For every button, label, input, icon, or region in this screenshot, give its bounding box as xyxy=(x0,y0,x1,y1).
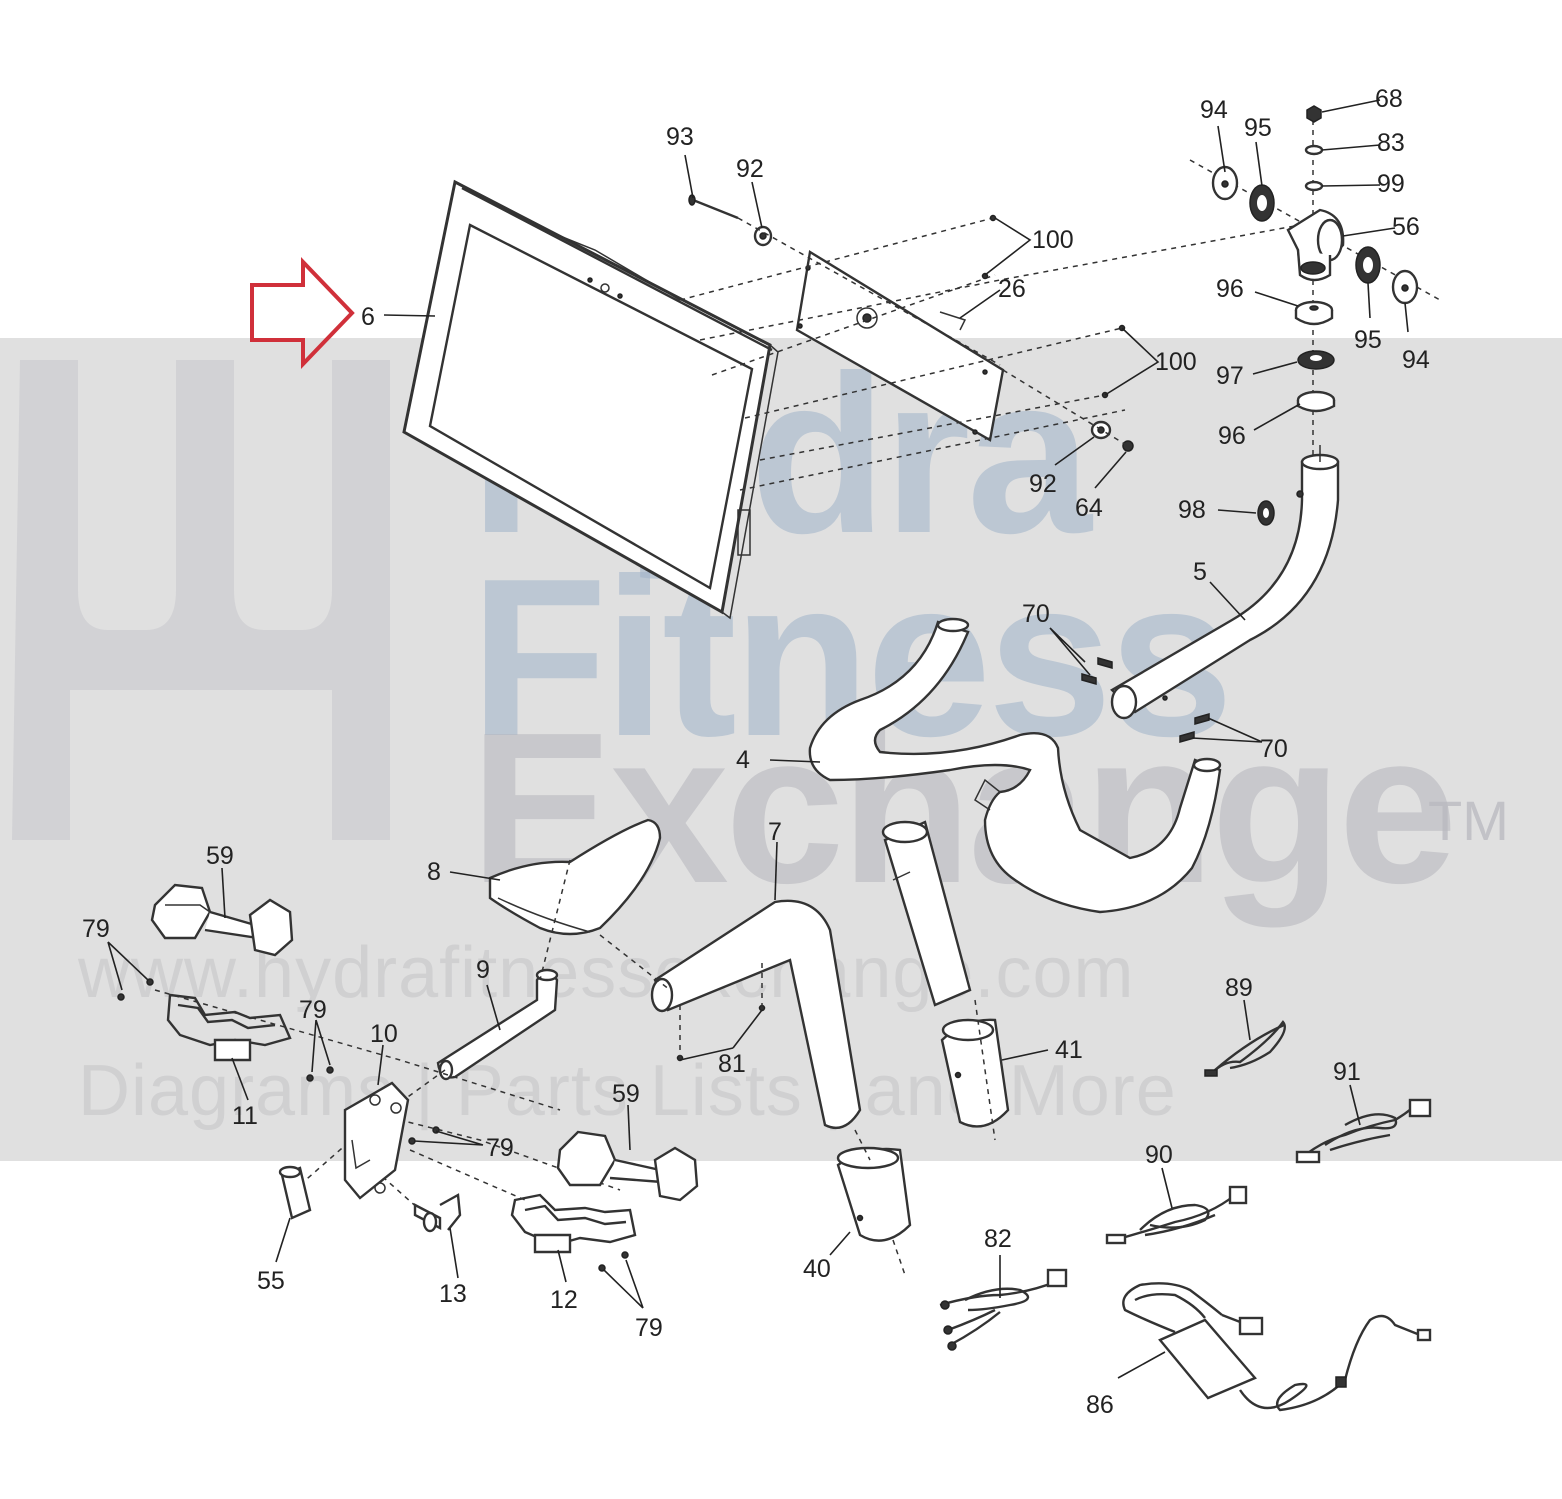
label-part-99: 99 xyxy=(1377,170,1405,198)
outline-arrow-right-icon xyxy=(250,257,355,369)
label-part-90: 90 xyxy=(1145,1141,1173,1169)
label-part-92-bottom: 92 xyxy=(1029,470,1057,498)
washer-92-top xyxy=(753,225,773,247)
label-part-91: 91 xyxy=(1333,1058,1361,1086)
leader-lines xyxy=(107,99,1409,1379)
label-part-8: 8 xyxy=(427,858,441,886)
pop-pin-13 xyxy=(413,1193,462,1233)
label-part-96-bottom: 96 xyxy=(1218,422,1246,450)
seat-slider-7 xyxy=(650,899,862,1130)
pivot-hub-56 xyxy=(1286,208,1345,282)
label-part-79-bottom: 79 xyxy=(635,1314,663,1342)
bushing-96-top xyxy=(1294,300,1334,326)
seat-8 xyxy=(488,818,662,936)
label-part-64: 64 xyxy=(1075,494,1103,522)
label-part-89: 89 xyxy=(1225,974,1253,1002)
label-part-12: 12 xyxy=(550,1286,578,1314)
label-part-97: 97 xyxy=(1216,362,1244,390)
label-part-79-left: 79 xyxy=(82,915,110,943)
label-part-55: 55 xyxy=(257,1267,285,1295)
dumbbell-holder-11 xyxy=(166,993,292,1062)
label-part-100-top: 100 xyxy=(1032,226,1074,254)
knob-98 xyxy=(1257,500,1275,526)
label-part-92-top: 92 xyxy=(736,155,764,183)
label-part-68: 68 xyxy=(1375,85,1403,113)
dumbbell-59-left xyxy=(150,883,294,957)
handlebar-4 xyxy=(808,617,1222,914)
label-part-94-top: 94 xyxy=(1200,96,1228,124)
seat-post-9 xyxy=(436,968,559,1081)
label-part-83: 83 xyxy=(1377,129,1405,157)
label-part-93: 93 xyxy=(666,123,694,151)
label-part-79-mid: 79 xyxy=(299,996,327,1024)
label-part-4: 4 xyxy=(736,746,750,774)
label-part-41: 41 xyxy=(1055,1036,1083,1064)
bracket-10 xyxy=(343,1081,410,1200)
label-part-5: 5 xyxy=(1193,558,1207,586)
washer-94-right xyxy=(1391,269,1419,305)
label-part-82: 82 xyxy=(984,1225,1012,1253)
label-part-10: 10 xyxy=(370,1020,398,1048)
label-part-11: 11 xyxy=(232,1102,258,1130)
screws-70 xyxy=(1081,657,1210,743)
washer-83 xyxy=(1304,144,1324,156)
label-part-81: 81 xyxy=(718,1050,746,1078)
sleeve-41 xyxy=(940,1018,1010,1128)
handlebar-stem xyxy=(881,820,972,1007)
label-part-94-bottom: 94 xyxy=(1402,346,1430,374)
label-part-79-center: 79 xyxy=(486,1134,514,1162)
dumbbell-59-right xyxy=(556,1130,699,1202)
label-part-98: 98 xyxy=(1178,496,1206,524)
cable-90 xyxy=(1105,1185,1248,1245)
watermark-trademark: TM xyxy=(1428,789,1509,852)
label-part-70-bottom: 70 xyxy=(1260,735,1288,763)
cable-91 xyxy=(1295,1098,1432,1164)
nut-68 xyxy=(1306,105,1322,123)
power-adapter-86 xyxy=(1122,1282,1432,1412)
sleeve-40 xyxy=(836,1146,912,1242)
washer-99 xyxy=(1304,180,1324,192)
label-part-95-bottom: 95 xyxy=(1354,326,1382,354)
label-part-96-top: 96 xyxy=(1216,275,1244,303)
label-part-9: 9 xyxy=(476,956,490,984)
bearing-95-left xyxy=(1249,184,1275,222)
bearing-95-right xyxy=(1355,246,1381,284)
label-part-70-top: 70 xyxy=(1022,600,1050,628)
part-labels: 6 93 92 100 26 100 92 64 94 95 68 83 99 … xyxy=(82,85,1430,1419)
cable-82 xyxy=(939,1268,1068,1351)
dumbbell-holder-12 xyxy=(510,1193,637,1254)
end-cap-55 xyxy=(278,1165,312,1220)
console-bracket xyxy=(795,250,1005,442)
label-part-56: 56 xyxy=(1392,213,1420,241)
upright-tube-5 xyxy=(1110,445,1340,720)
bearing-97 xyxy=(1297,350,1335,370)
label-part-7: 7 xyxy=(768,818,782,846)
console-screen[interactable] xyxy=(402,179,779,620)
label-part-26: 26 xyxy=(998,275,1026,303)
label-part-40: 40 xyxy=(803,1255,831,1283)
bushing-96-bottom xyxy=(1296,390,1336,413)
label-part-59-right: 59 xyxy=(612,1080,640,1108)
label-part-13: 13 xyxy=(439,1280,467,1308)
label-part-59-left: 59 xyxy=(206,842,234,870)
label-part-6: 6 xyxy=(361,303,375,331)
label-part-95-top: 95 xyxy=(1244,114,1272,142)
cable-89 xyxy=(1204,1020,1287,1077)
nut-64 xyxy=(1122,440,1134,452)
watermark-logo-icon xyxy=(12,360,390,840)
label-part-86: 86 xyxy=(1086,1391,1114,1419)
label-part-100-bottom: 100 xyxy=(1155,348,1197,376)
bolt-93 xyxy=(688,194,739,220)
